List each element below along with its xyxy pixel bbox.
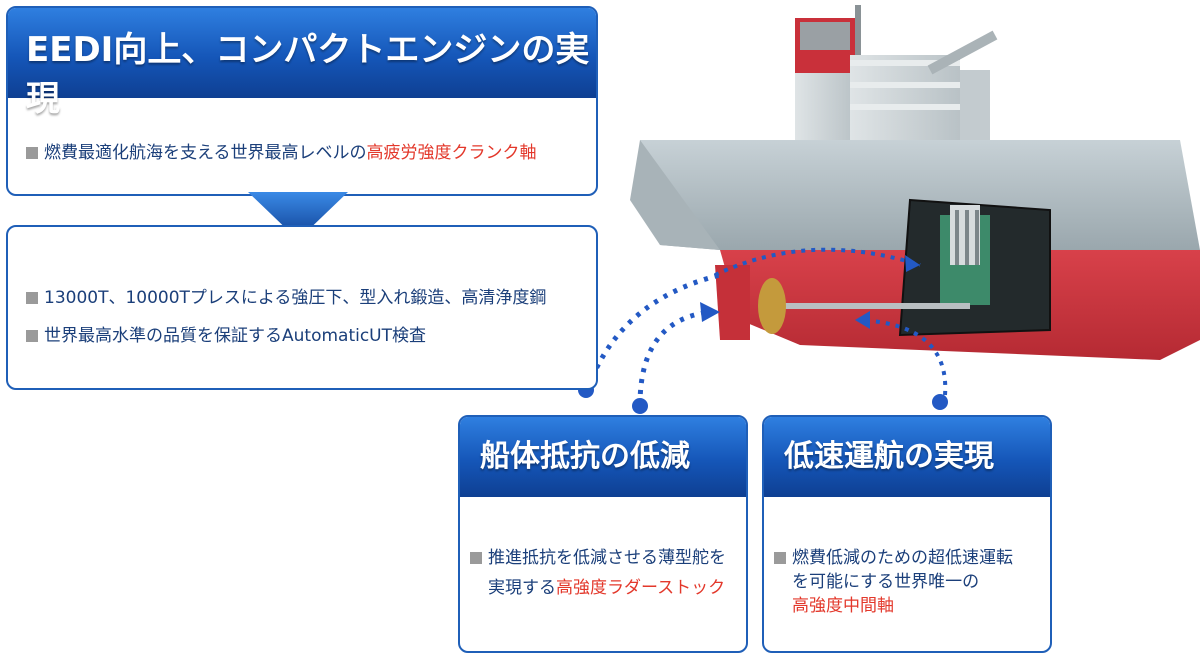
manufacturing-item-2: 世界最高水準の品質を保証するAutomaticUT検査: [26, 321, 426, 346]
resistance-reduction-box: 船体抵抗の低減 推進抵抗を低減させる薄型舵を 実現する高強度ラダーストック: [458, 415, 748, 653]
bullet-icon: [26, 330, 38, 342]
top-box-header: EEDI向上、コンパクトエンジンの実現: [8, 8, 596, 119]
lowspeed-box-line-2: を可能にする世界唯一の: [792, 572, 980, 592]
resistance-box-line-1: 推進抵抗を低減させる薄型舵を: [470, 543, 726, 568]
down-arrow-icon: [248, 192, 348, 240]
manufacturing-box: 13000T、10000Tプレスによる強圧下、型入れ鍛造、高清浄度鋼 世界最高水…: [6, 225, 598, 390]
bullet-icon: [774, 552, 786, 564]
resistance-box-title: 船体抵抗の低減: [480, 439, 690, 474]
top-box-title: EEDI向上、コンパクトエンジンの実現: [26, 30, 590, 119]
propeller-shaft: [770, 303, 970, 309]
highlight-text: 高強度ラダーストック: [556, 578, 726, 598]
bullet-icon: [470, 552, 482, 564]
superstructure: [850, 55, 960, 145]
resistance-box-line-2: 実現する高強度ラダーストック: [488, 578, 726, 598]
hull-upper: [640, 140, 1200, 250]
top-box-item-1: 燃費最適化航海を支える世界最高レベルの高疲労強度クランク軸: [26, 138, 537, 163]
bullet-icon: [26, 292, 38, 304]
propeller: [758, 278, 786, 334]
resistance-box-header: 船体抵抗の低減: [460, 417, 746, 497]
highlight-text: 高強度中間軸: [792, 596, 894, 616]
ship-illustration: [630, 5, 1200, 396]
lowspeed-box-line-3: 高強度中間軸: [792, 591, 894, 616]
manufacturing-item-1: 13000T、10000Tプレスによる強圧下、型入れ鍛造、高清浄度鋼: [26, 283, 546, 308]
low-speed-operation-box: 低速運航の実現 燃費低減のための超低速運転 を可能にする世界唯一の 高強度中間軸: [762, 415, 1052, 653]
top-feature-box: EEDI向上、コンパクトエンジンの実現 燃費最適化航海を支える世界最高レベルの高…: [6, 6, 598, 196]
rudder: [715, 265, 750, 340]
bullet-icon: [26, 147, 38, 159]
lowspeed-box-title: 低速運航の実現: [784, 439, 994, 474]
lowspeed-box-header: 低速運航の実現: [764, 417, 1050, 497]
lowspeed-box-line-1: 燃費低減のための超低速運転: [774, 543, 1013, 568]
highlight-text: 高疲労強度クランク軸: [366, 143, 537, 163]
